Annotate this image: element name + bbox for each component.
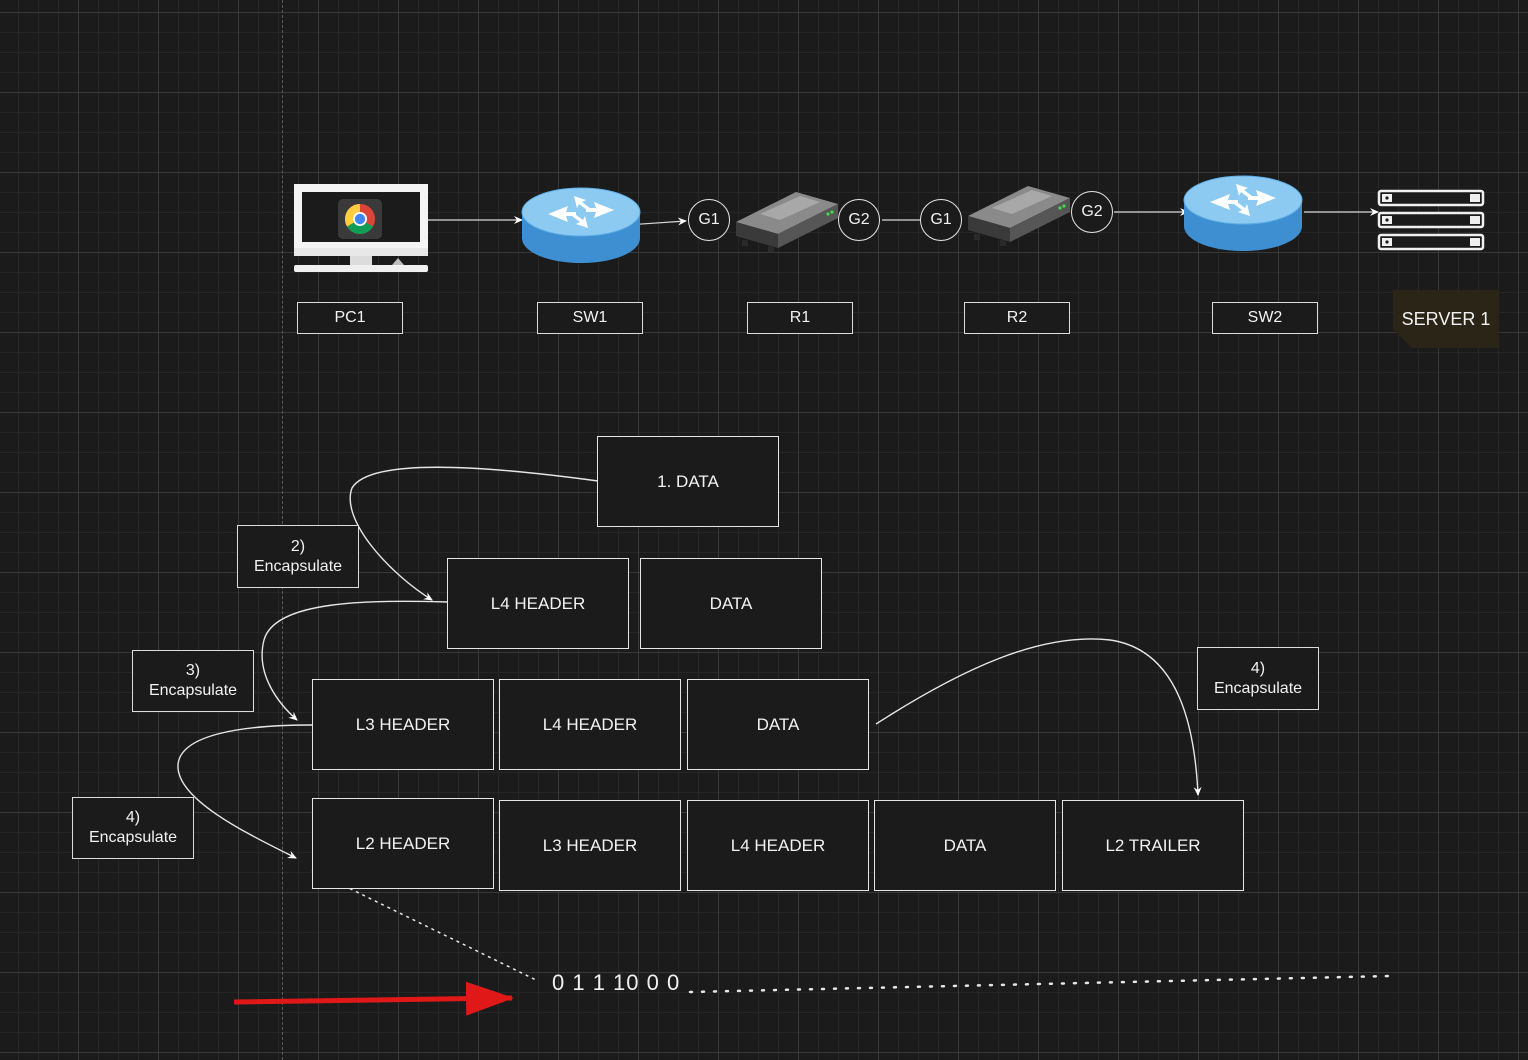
switch-icon <box>1183 175 1303 251</box>
curve-step4-left <box>177 724 313 859</box>
step4-left-text: Encapsulate <box>88 829 178 846</box>
step4-right-text: Encapsulate <box>1213 679 1303 697</box>
server1-label: SERVER 1 <box>1393 290 1499 348</box>
step2-text: Encapsulate <box>253 557 343 575</box>
bit-stream-text: 0 1 1 10 0 0 <box>552 970 681 995</box>
r1-g1-interface: G1 <box>688 199 730 241</box>
step3-encapsulate-note: 3) Encapsulate <box>132 650 254 712</box>
curve-step4-right <box>875 638 1202 796</box>
r2-g2-interface: G2 <box>1071 191 1113 233</box>
step4-right-encapsulate-note: 4) Encapsulate <box>1197 647 1319 710</box>
r1-label: R1 <box>747 302 853 334</box>
sw2-label: SW2 <box>1212 302 1318 334</box>
step2-number: 2) <box>290 537 306 555</box>
l3-row-l4-header: L4 HEADER <box>499 679 681 770</box>
r2-label: R2 <box>964 302 1070 334</box>
l2-row-l4-header: L4 HEADER <box>687 800 869 891</box>
step4-left-number: 4) <box>125 809 141 826</box>
pc1-label: PC1 <box>297 302 403 334</box>
router-icon <box>968 186 1070 246</box>
step2-encapsulate-note: 2) Encapsulate <box>237 525 359 588</box>
r1-g2-interface: G2 <box>838 199 880 241</box>
switch-icon <box>521 187 641 263</box>
l4-row-l4-header: L4 HEADER <box>447 558 629 649</box>
curve-step3 <box>261 600 449 721</box>
pc-icon <box>294 184 428 272</box>
l2-row-l2-header: L2 HEADER <box>312 798 494 889</box>
bits-dotted-tail <box>688 974 1392 994</box>
l2-row-l2-trailer: L2 TRAILER <box>1062 800 1244 891</box>
r2-g1-interface: G1 <box>920 199 962 241</box>
l2-row-data: DATA <box>874 800 1056 891</box>
server-icon <box>1377 189 1485 251</box>
l4-row-data: DATA <box>640 558 822 649</box>
step3-number: 3) <box>185 662 201 679</box>
l3-row-l3-header: L3 HEADER <box>312 679 494 770</box>
red-arrow <box>233 981 514 1016</box>
l2-row-l3-header: L3 HEADER <box>499 800 681 891</box>
chrome-icon <box>338 199 382 239</box>
sw1-label: SW1 <box>537 302 643 334</box>
step3-text: Encapsulate <box>148 682 238 699</box>
step1-data-box: 1. DATA <box>597 436 779 527</box>
step4-right-number: 4) <box>1250 659 1266 677</box>
curve-step2 <box>349 466 599 601</box>
router-icon <box>736 192 838 252</box>
l3-row-data: DATA <box>687 679 869 770</box>
step4-left-encapsulate-note: 4) Encapsulate <box>72 797 194 859</box>
